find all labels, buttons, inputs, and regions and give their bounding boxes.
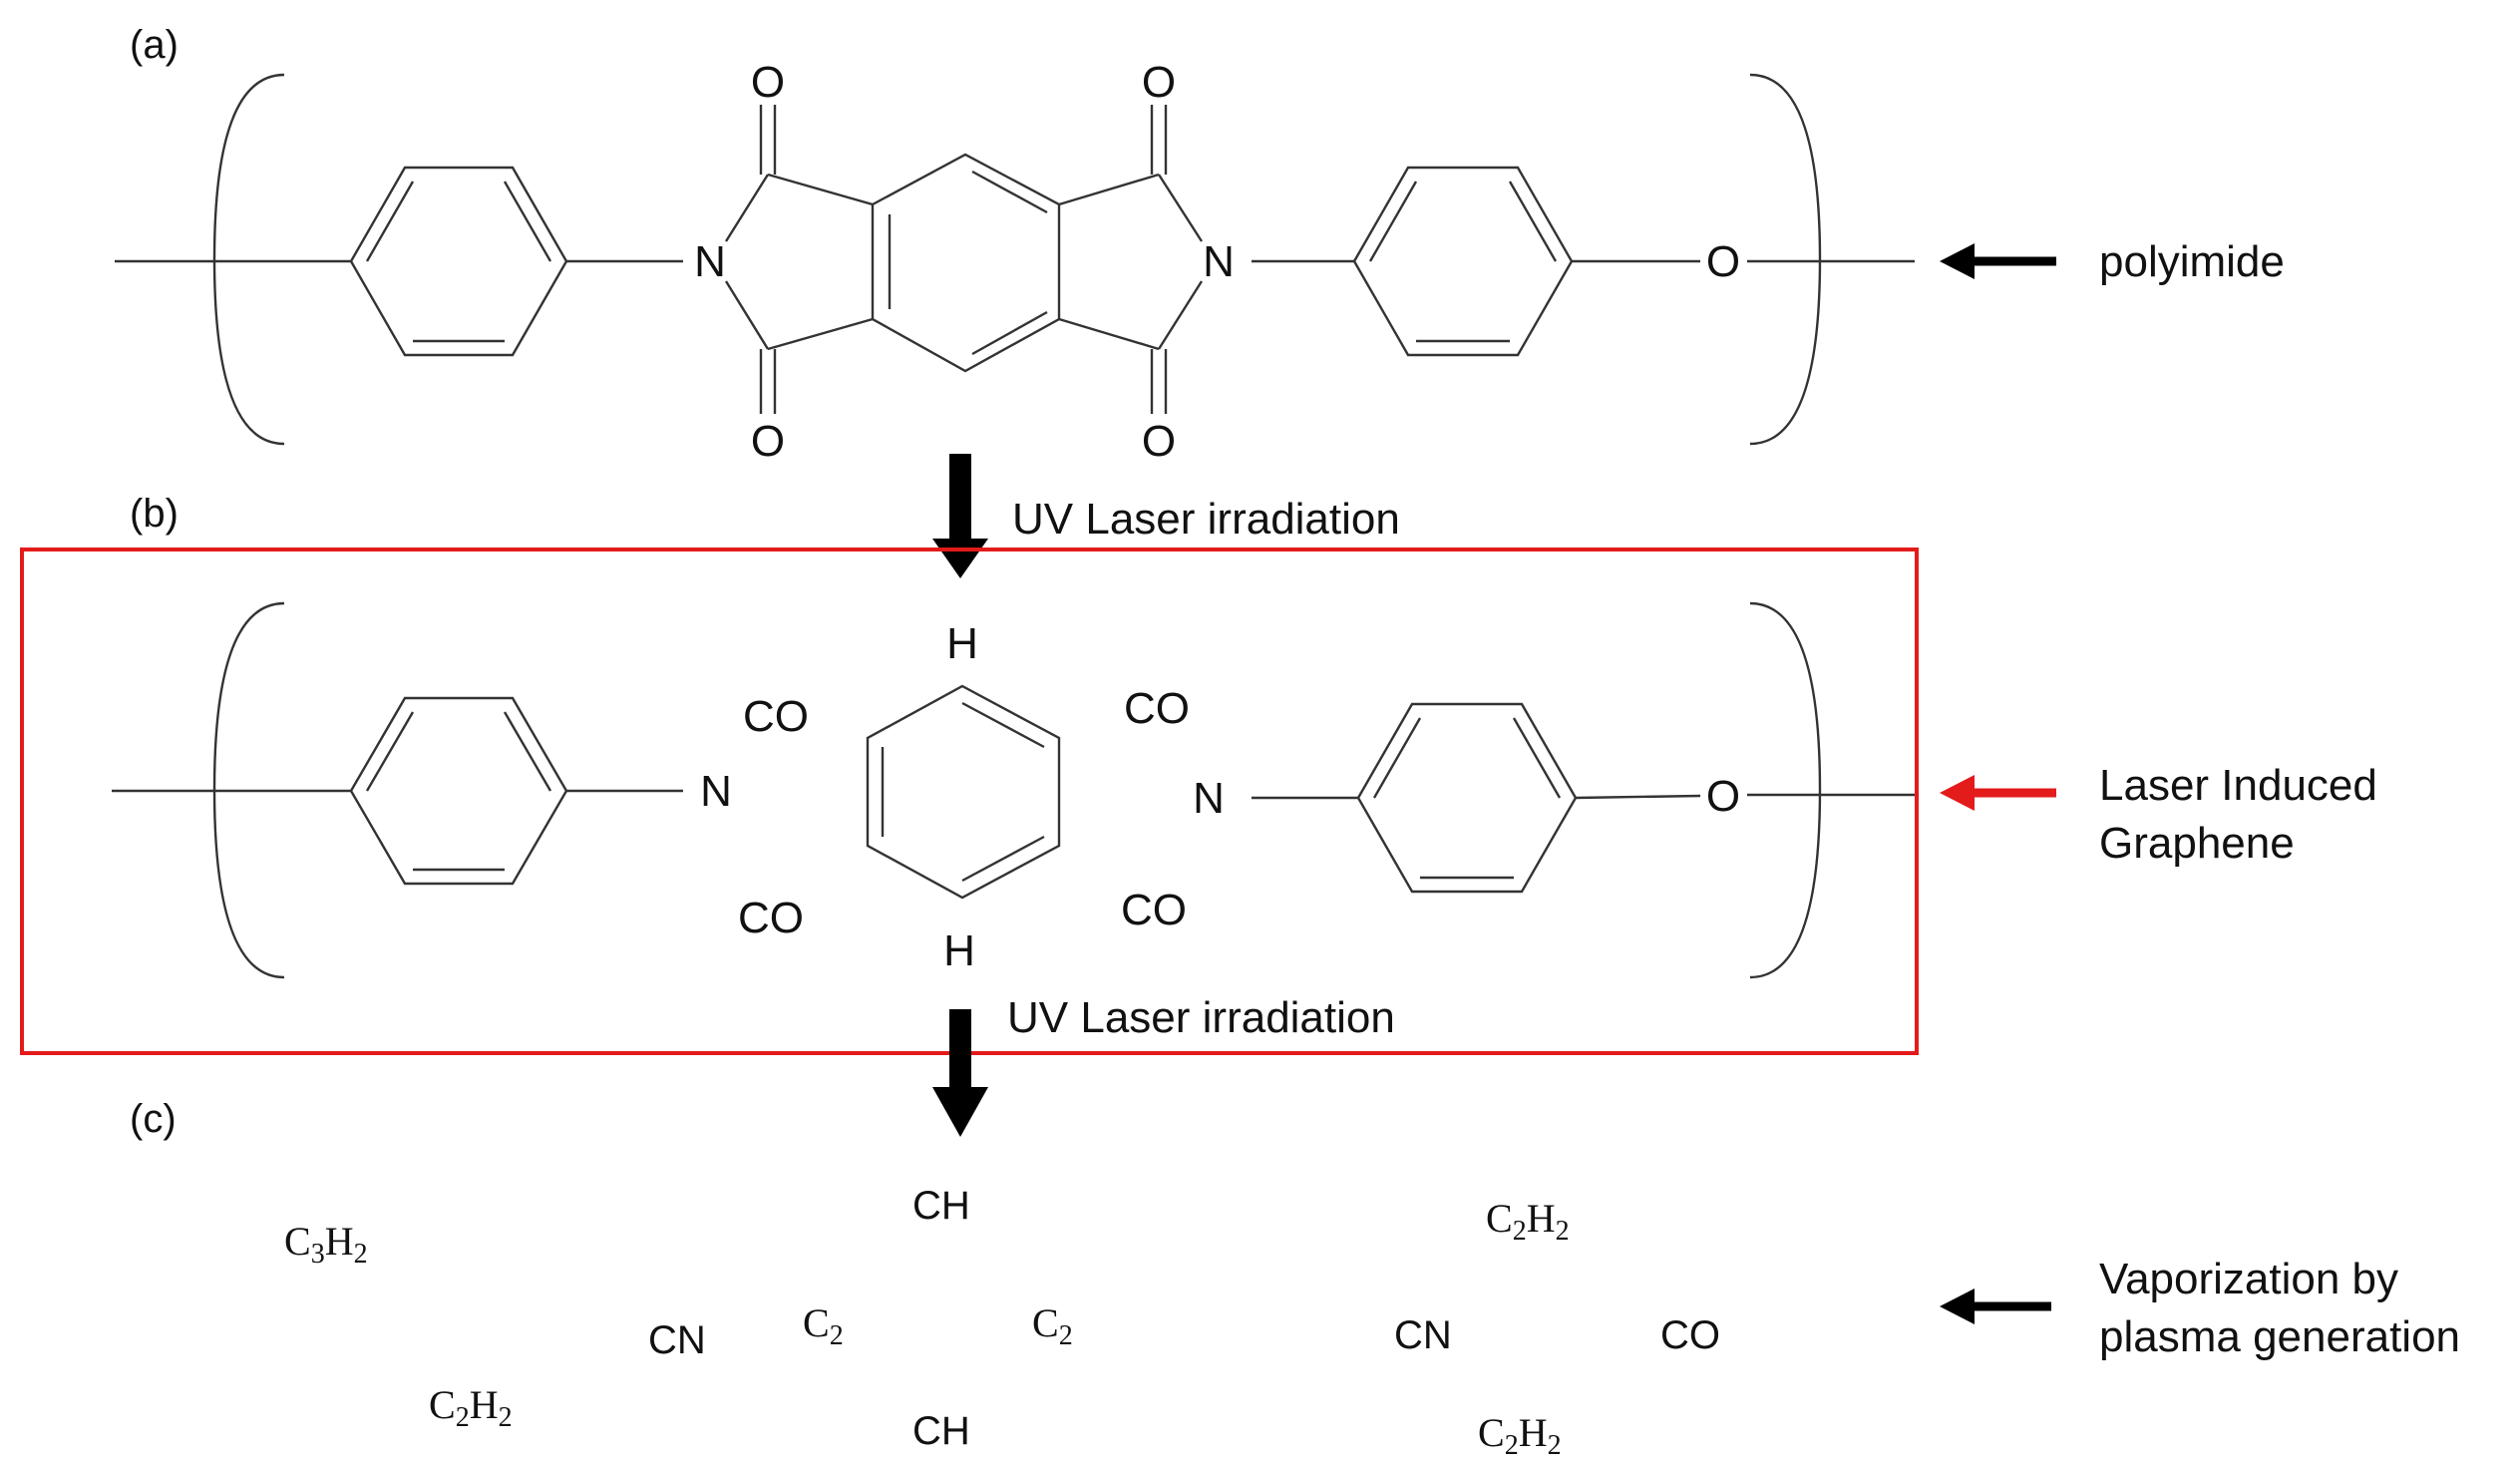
- fragment-c2-left: C2: [803, 1300, 844, 1351]
- co-fragment-bottom-left-b: CO: [738, 894, 804, 942]
- process-step-2-label: UV Laser irradiation: [1007, 993, 1395, 1042]
- fragment-co: CO: [1660, 1313, 1720, 1357]
- lig-structure: N CO CO CO CO H H N O: [112, 601, 1915, 979]
- panel-label-b: (b): [130, 492, 179, 536]
- atom-n-left-a: N: [694, 237, 726, 286]
- imide-bond: [1058, 317, 1160, 351]
- lig-label-line2: Graphene: [2099, 819, 2295, 868]
- bond-ring-to-o-b: [1575, 794, 1701, 800]
- atom-o-ether-a: O: [1706, 237, 1740, 286]
- fragment-c3h2: C3H2: [284, 1219, 368, 1270]
- phenyl-ring-left-b: [349, 696, 568, 886]
- fragment-ch-top: CH: [912, 1184, 970, 1228]
- imide-bond: [724, 280, 770, 350]
- fragment-c2h2-bottom-right: C2H2: [1478, 1410, 1562, 1461]
- fragment-c2h2-top-right: C2H2: [1486, 1196, 1570, 1247]
- atom-o-bottom-left-a: O: [751, 417, 785, 466]
- process-arrow-1: [932, 454, 988, 578]
- polyimide-structure: N O O O O N: [115, 58, 1915, 466]
- imide-bond: [1157, 174, 1204, 242]
- imide-bond: [767, 173, 874, 206]
- phenyl-ring-right-a: [1352, 166, 1574, 357]
- atom-n-right-b: N: [1193, 774, 1225, 823]
- process-arrow-2: [932, 1009, 988, 1137]
- atom-o-ether-b: O: [1706, 772, 1740, 821]
- central-benzene-ring-a: [871, 153, 1061, 373]
- vapor-pointer-arrow: [1940, 1288, 2051, 1324]
- fragment-ch-bottom: CH: [912, 1409, 970, 1453]
- fragment-c2-right: C2: [1032, 1300, 1073, 1351]
- imide-bond: [1157, 280, 1204, 350]
- co-fragment-top-left-b: CO: [743, 692, 809, 741]
- vapor-fragments: C3H2 C2H2 CN C2 CH C2 CH C2H2 CN CO C2H2: [284, 1184, 1720, 1461]
- process-step-1-label: UV Laser irradiation: [1012, 495, 1400, 544]
- lig-label-line1: Laser Induced: [2099, 761, 2377, 810]
- imide-bond: [767, 317, 874, 351]
- fragment-cn-left: CN: [648, 1318, 706, 1362]
- panel-label-a: (a): [130, 23, 179, 67]
- polyimide-pointer-arrow: [1940, 243, 2056, 279]
- bracket-right-b: [1749, 601, 1822, 979]
- imide-bond: [724, 174, 770, 242]
- central-benzene-ring-b: [866, 684, 1061, 900]
- phenyl-ring-right-b: [1356, 702, 1578, 894]
- atom-h-bottom-b: H: [943, 926, 975, 975]
- atom-h-top-b: H: [946, 619, 978, 668]
- polyimide-label: polyimide: [2099, 237, 2285, 286]
- atom-o-top-right-a: O: [1142, 58, 1176, 107]
- fragment-c2h2-left: C2H2: [429, 1382, 513, 1433]
- co-fragment-bottom-right-b: CO: [1121, 886, 1187, 934]
- vapor-label-line1: Vaporization by: [2099, 1255, 2398, 1303]
- bracket-right-a: [1749, 73, 1822, 446]
- phenyl-ring-left-a: [349, 166, 568, 357]
- fragment-cn-right: CN: [1394, 1313, 1452, 1357]
- vapor-label-line2: plasma generation: [2099, 1312, 2460, 1361]
- atom-n-left-b: N: [700, 767, 732, 816]
- lig-pointer-arrow: [1940, 775, 2056, 811]
- imide-bond: [1058, 173, 1160, 206]
- atom-o-bottom-right-a: O: [1142, 417, 1176, 466]
- co-fragment-top-right-b: CO: [1124, 684, 1190, 733]
- atom-o-top-left-a: O: [751, 58, 785, 107]
- atom-n-right-a: N: [1203, 237, 1235, 286]
- bracket-left-a: [212, 73, 285, 446]
- panel-label-c: (c): [130, 1097, 177, 1141]
